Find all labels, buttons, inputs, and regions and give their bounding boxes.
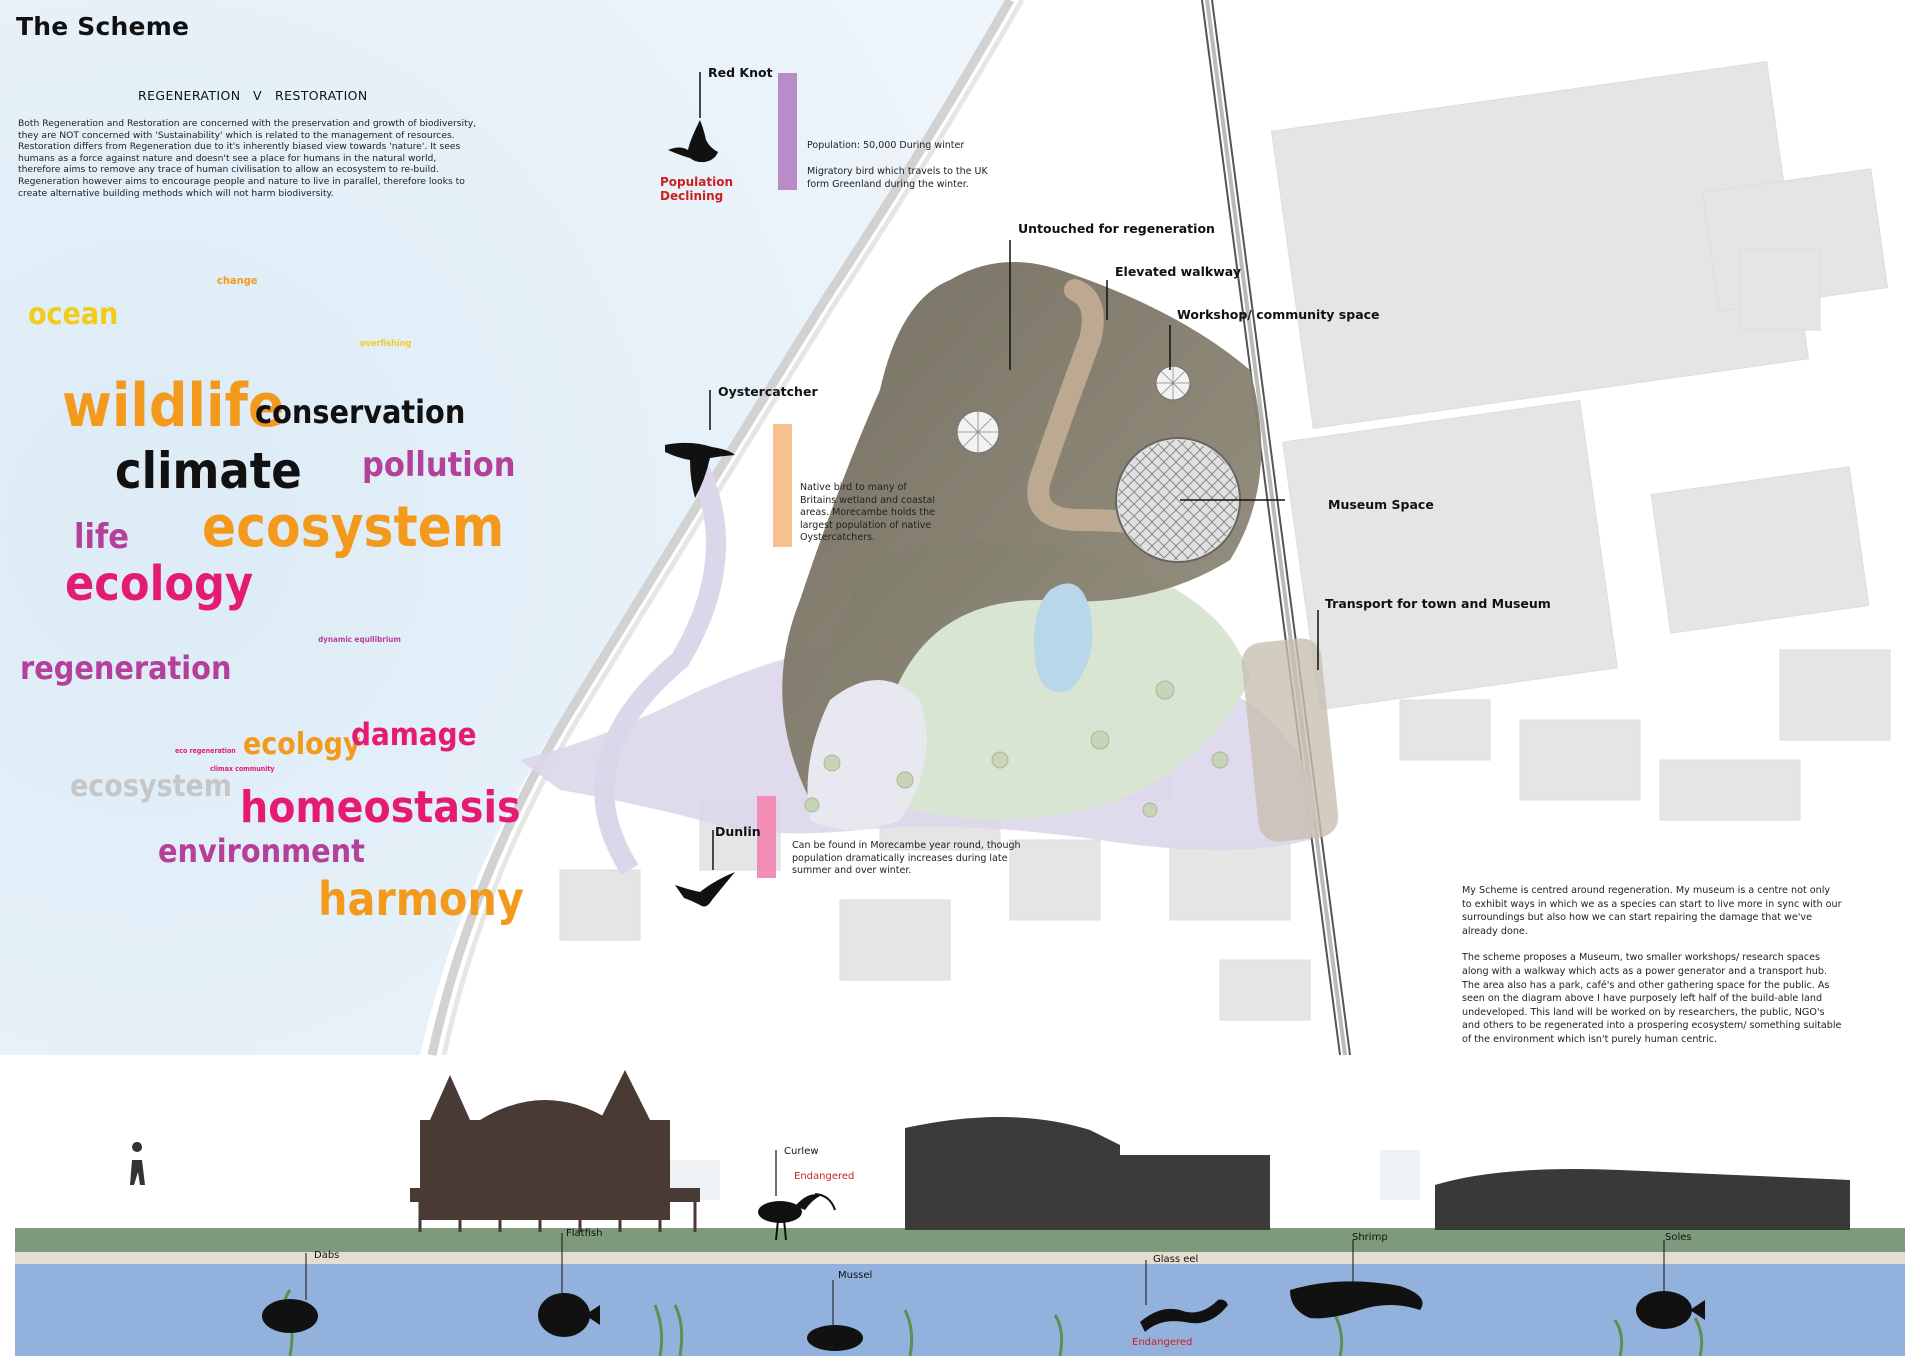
grass-strip [15,1228,1905,1252]
label-transport-hub: Transport for town and Museum [1325,596,1551,611]
site-section [15,1070,1905,1357]
site-plan [0,0,1891,1056]
word-cloud-item: ecology [65,556,254,612]
red-knot-population: Population: 50,000 During winter [807,140,965,151]
dabs-icon [262,1299,318,1333]
word-cloud-item: eco regeneration [175,747,236,755]
person-icon [130,1142,145,1185]
transport-building [1435,1169,1850,1230]
label-untouched-regeneration: Untouched for regeneration [1018,221,1215,236]
word-cloud-item: ecology [243,727,361,762]
word-cloud-item: life [74,517,130,557]
heritage-building [410,1070,700,1220]
dunlin-label: Dunlin [715,824,761,839]
water-strip [15,1264,1905,1356]
pond [1034,583,1093,692]
flatfish-label: Flatfish [566,1228,603,1239]
dunlin-description: Can be found in Morecambe year round, th… [792,840,1021,876]
oystercatcher-icon [665,442,735,498]
word-cloud-item: ecosystem [70,769,232,804]
railway-line [1201,0,1341,1056]
elevated-walkway [1027,279,1181,541]
word-cloud-item: regeneration [20,649,232,687]
scheme-paragraph: The scheme proposes a Museum, two smalle… [1462,952,1842,1045]
word-cloud-item: ecosystem [202,495,505,560]
glass-eel-status: Endangered [1132,1337,1193,1348]
word-cloud-item: ocean [28,297,119,332]
page-title: The Scheme [16,12,190,41]
oystercatcher-label: Oystercatcher [718,384,818,399]
red-knot-icon [668,120,718,163]
red-knot-description: Migratory bird which travels to the UK f… [807,166,988,190]
label-museum-space: Museum Space [1328,497,1434,512]
scheme-description: My Scheme is centred around regeneration… [1462,884,1842,1047]
intro-paragraph: Both Regeneration and Restoration are co… [18,118,477,199]
transport-hub [1241,638,1339,842]
red-knot-status: Population Declining [660,175,734,203]
shrimp-label: Shrimp [1352,1232,1388,1243]
flatfish-icon [538,1293,590,1337]
curlew-label: Curlew [784,1146,819,1157]
oystercatcher-description: Native bird to many of Britains wetland … [800,482,935,543]
word-cloud-item: climax community [210,765,275,773]
dunlin-bar [757,796,776,878]
coastal-road [427,0,1014,1056]
label-workshop-space: Workshop/ community space [1177,307,1380,322]
scheme-paragraph: My Scheme is centred around regeneration… [1462,885,1842,937]
comparison-versus: V [253,88,262,103]
word-cloud-item: climate [115,442,302,500]
museum-building [905,1116,1120,1230]
word-cloud-item: damage [351,717,477,753]
regeneration-land [782,262,1262,800]
soles-icon [1636,1291,1692,1329]
label-elevated-walkway: Elevated walkway [1115,264,1241,279]
soles-label: Soles [1665,1232,1692,1243]
plaza [807,680,927,830]
word-cloud-item: overfishing [360,339,412,349]
mussel-icon [807,1325,863,1351]
word-cloud-item: wildlife [62,371,285,441]
word-cloud-item: pollution [362,445,516,485]
comparison-right: RESTORATION [275,88,368,103]
glass-eel-label: Glass eel [1153,1254,1199,1265]
word-cloud-item: conservation [255,393,466,431]
curlew-status: Endangered [794,1171,855,1182]
dunlin-icon [675,872,735,907]
curlew-icon [758,1193,836,1241]
sand-strip [15,1252,1905,1264]
word-cloud-item: harmony [318,872,524,926]
red-knot-bar [778,73,797,190]
comparison-left: REGENERATION [138,88,241,103]
shrimp-icon [1290,1281,1423,1319]
mussel-label: Mussel [838,1270,873,1281]
red-knot-label: Red Knot [708,65,773,80]
glass-eel-icon [1140,1299,1228,1332]
word-cloud-item: homeostasis [240,782,521,833]
sea-area [0,0,1010,1055]
word-cloud-item: environment [158,832,365,870]
word-cloud-item: dynamic equilibrium [318,635,401,644]
dabs-label: Dabs [314,1250,340,1261]
word-cloud-item: change [217,274,258,287]
oystercatcher-bar [773,424,792,547]
